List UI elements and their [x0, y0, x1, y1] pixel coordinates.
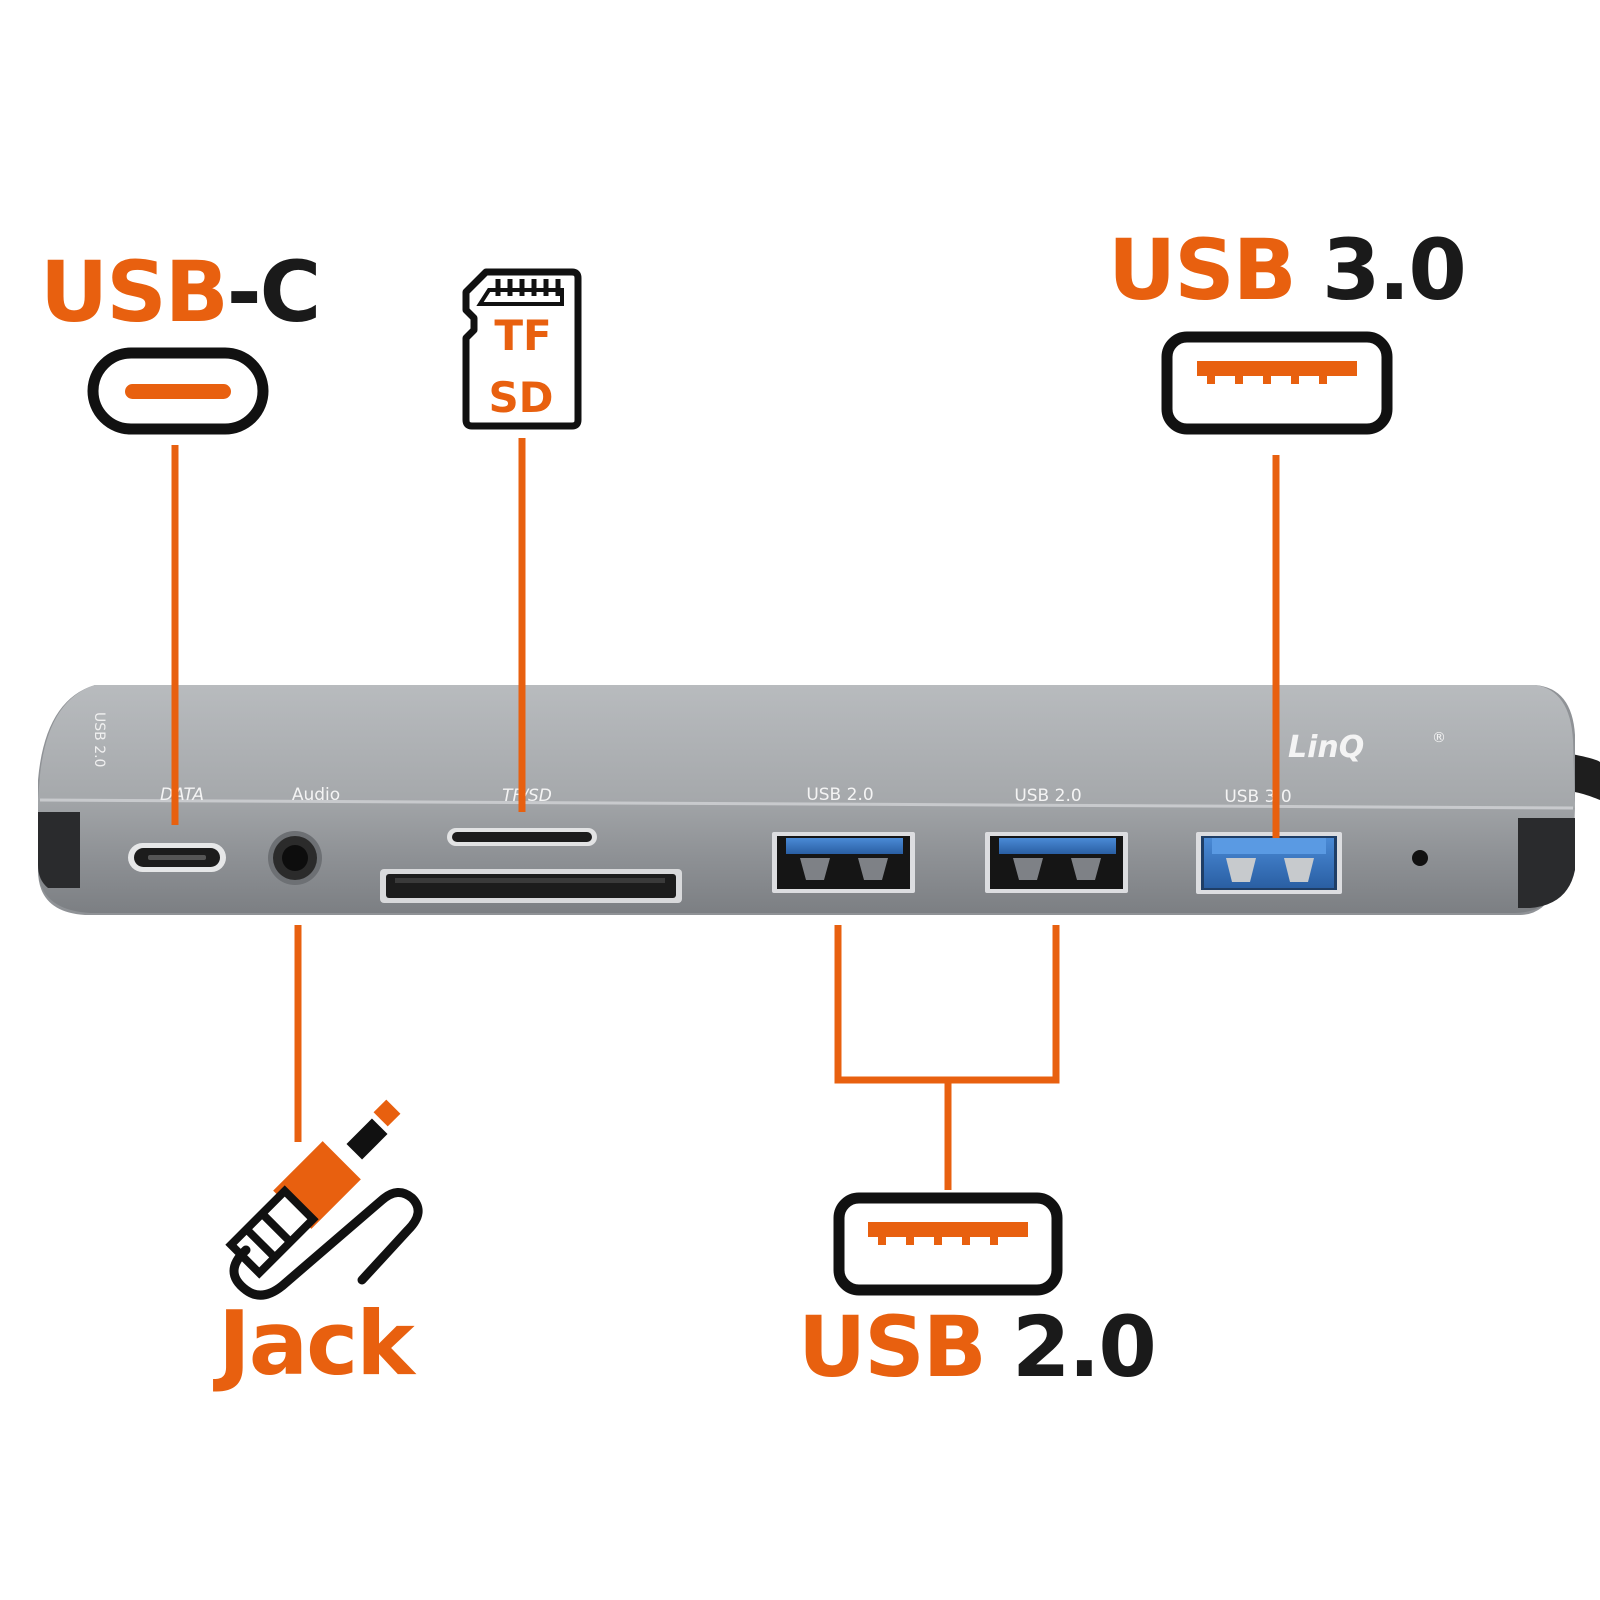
tf-card-slot[interactable]: [447, 828, 597, 846]
sd-icon-line2: SD: [488, 373, 553, 422]
label-usb2-a: USB 2.0: [806, 785, 873, 805]
usb3-port[interactable]: [1196, 832, 1342, 894]
hub-side-label: USB 2.0: [91, 712, 107, 767]
caption-usb2-part1: USB: [798, 1298, 987, 1396]
caption-usb-c-part2: -C: [226, 243, 322, 341]
label-usb2-b: USB 2.0: [1014, 786, 1081, 806]
line-usb2-bracket: [834, 925, 1060, 1084]
audio-port[interactable]: [268, 831, 322, 885]
callout-lines: [171, 438, 1280, 1190]
caption-usb3-part1: USB: [1108, 221, 1297, 319]
caption-jack-label: Jack: [218, 1292, 415, 1395]
label-tfsd: TF/SD: [502, 786, 552, 806]
label-audio: Audio: [292, 785, 340, 805]
usb-c-port[interactable]: [128, 843, 226, 872]
status-led: [1412, 850, 1428, 866]
caption-jack: Jack: [218, 1300, 415, 1388]
sd-card-slot[interactable]: [380, 869, 682, 903]
audio-jack-icon: [225, 1099, 423, 1300]
usb3-port-icon: [1161, 331, 1393, 435]
usb-c-port-icon: [87, 347, 269, 435]
caption-usb-c: USB-C: [40, 250, 321, 334]
caption-usb3-part2: 3.0: [1294, 221, 1467, 319]
hub-brand-logo: LinQ: [1288, 730, 1364, 765]
usb2-port-b[interactable]: [985, 832, 1128, 893]
hub-brand-trademark: ®: [1432, 730, 1446, 746]
label-usb3: USB 3.0: [1224, 787, 1291, 807]
caption-usb-c-part1: USB: [40, 243, 229, 341]
usb2-port-icon: [833, 1192, 1063, 1296]
caption-usb3: USB 3.0: [1108, 228, 1467, 312]
sd-card-icon: TF SD: [462, 268, 582, 430]
sd-icon-line1: TF: [494, 311, 551, 360]
usb2-port-a[interactable]: [772, 832, 915, 893]
caption-usb2: USB 2.0: [798, 1305, 1157, 1389]
caption-usb2-part2: 2.0: [984, 1298, 1157, 1396]
label-data: DATA: [160, 785, 204, 805]
